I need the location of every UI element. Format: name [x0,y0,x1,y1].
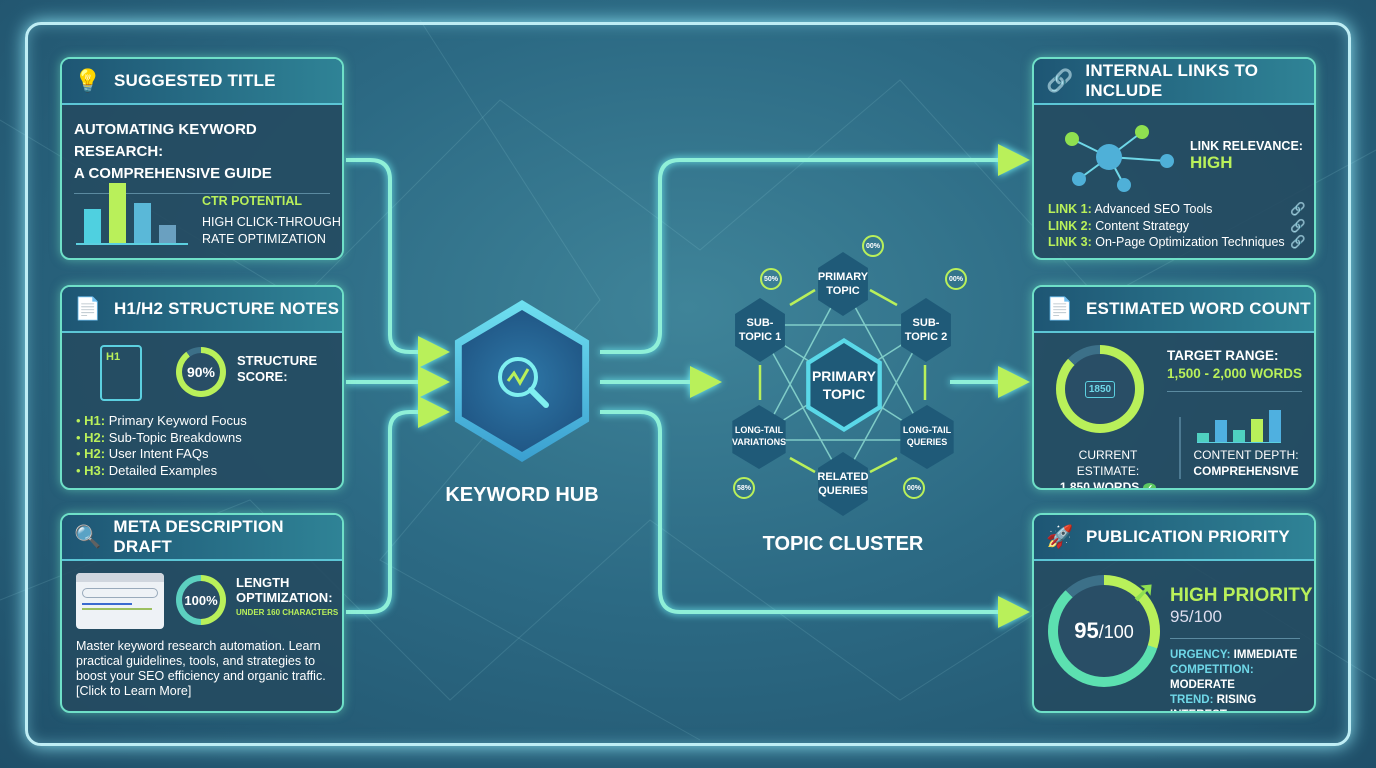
bar [109,183,126,243]
heading-item: • H3: Detailed Examples [76,462,218,478]
heading-item: • H2: Sub-Topic Breakdowns [76,429,242,445]
score-label: SCORE: [237,369,288,384]
current-value: 1,850 WORDS [1059,480,1140,490]
depth-value: COMPREHENSIVE [1193,464,1299,478]
keyword-hub-label: KEYWORD HUB [445,484,599,506]
word-count-panel: 📄 ESTIMATED WORD COUNT 1850 TARGET RANGE:… [1032,285,1316,490]
target-label: TARGET RANGE: [1167,348,1279,363]
bar [159,225,176,243]
length-sub: UNDER 160 CHARACTERS [236,608,339,617]
panel-title: SUGGESTED TITLE [114,71,276,90]
link-item[interactable]: LINK 3: On-Page Optimization Techniques🔗 [1048,235,1306,249]
ctr-bar-chart [76,183,188,245]
cluster-node[interactable]: PRIMARY TOPIC [818,252,868,316]
meta-description-text: Master keyword research automation. Lear… [76,639,326,698]
cluster-center-inner: PRIMARY TOPIC [810,343,878,427]
structure-score-gauge: 90% [176,347,226,397]
cluster-node[interactable]: LONG-TAIL QUERIES [900,405,954,469]
current-label: CURRENT ESTIMATE: [1076,448,1140,478]
priority-gauge: 95/100 [1048,575,1160,687]
cluster-node[interactable]: LONG-TAIL VARIATIONS [732,405,786,469]
depth-label: CONTENT DEPTH: [1193,448,1299,462]
bar [134,203,151,243]
bar [84,209,101,243]
score-label: STRUCTURE [237,353,318,368]
relevance-value: HIGH [1190,153,1233,172]
mini-gauge: 00% [862,235,884,257]
title-line: AUTOMATING KEYWORD RESEARCH: [74,121,257,160]
link-icon[interactable]: 🔗 [1290,202,1306,216]
priority-detail: URGENCY: IMMEDIATE [1170,649,1298,661]
mini-gauge: 00% [945,268,967,290]
target-value: 1,500 - 2,000 WORDS [1167,366,1303,381]
length-label: LENGTH [236,575,290,590]
score-value: 90% [186,364,216,380]
bar [1233,430,1245,442]
panel-title: H1/H2 STRUCTURE NOTES [114,299,340,318]
network-nodes-icon [1065,125,1174,192]
suggested-title-text: AUTOMATING KEYWORD RESEARCH: A COMPREHENS… [74,119,330,185]
ctr-label: CTR POTENTIAL [202,194,302,208]
mini-gauge: 00% [903,477,925,499]
serp-preview-icon [76,573,164,629]
heading-list: • H1: Primary Keyword Focus • H2: Sub-To… [76,413,247,479]
doc-tag: H1 [106,351,121,363]
bar [1269,410,1281,442]
document-icon: 📄 [74,296,102,321]
topic-cluster-label: TOPIC CLUSTER [762,533,924,555]
length-label: OPTIMIZATION: [236,590,333,605]
bar [1197,433,1209,442]
priority-detail: TREND: RISING INTEREST [1170,694,1257,711]
score-big: 95 [1074,618,1099,643]
priority-detail: COMPETITION: MODERATE [1170,664,1254,691]
link-item[interactable]: LINK 1: Advanced SEO Tools🔗 [1048,202,1306,216]
bar [1215,420,1227,442]
link-icon[interactable]: 🔗 [1290,235,1306,249]
magnifier-analytics-icon [498,357,549,408]
cluster-node[interactable]: SUB-TOPIC 2 [901,298,951,362]
check-icon: ✓ [1142,483,1157,488]
link-item[interactable]: LINK 2: Content Strategy🔗 [1048,218,1306,233]
heading-item: • H1: Primary Keyword Focus [76,413,247,428]
panel-title: ESTIMATED WORD COUNT [1086,299,1311,318]
panel-title: META DESCRIPTION DRAFT [113,517,284,556]
panel-title: PUBLICATION PRIORITY [1086,527,1290,546]
cluster-node[interactable]: SUB-TOPIC 1 [735,298,785,362]
mini-gauge: 58% [733,477,755,499]
trend-arrow-icon: ➚ [1132,576,1156,607]
browser-search-icon: 🔍 [74,524,102,549]
mini-gauge: 50% [760,268,782,290]
relevance-label: LINK RELEVANCE: [1190,139,1303,153]
outer-frame [25,22,1351,746]
cluster-node[interactable]: RELATED QUERIES [818,452,868,516]
priority-score: 95/100 [1170,607,1222,626]
document-outline-icon: H1 [100,345,142,401]
heading-item: • H2: User Intent FAQs [76,446,209,461]
internal-links-panel: 🔗 INTERNAL LINKS TO INCLUDE LINK RELEVANC… [1032,57,1316,260]
score-den: /100 [1098,622,1134,642]
word-count-gauge: 1850 [1056,345,1144,433]
length-gauge: 100% [176,575,226,625]
priority-level: HIGH PRIORITY [1170,585,1313,606]
suggested-title-panel: 💡 SUGGESTED TITLE AUTOMATING KEYWORD RESE… [60,57,344,260]
lightbulb-icon: 💡 [74,68,102,93]
doc-badge: 1850 [1084,380,1116,398]
title-line: A COMPREHENSIVE GUIDE [74,165,272,182]
ctr-desc: RATE OPTIMIZATION [202,232,326,246]
document-count-icon: 📄 [1046,296,1074,321]
ctr-desc: HIGH CLICK-THROUGH [202,215,341,229]
panel-title: INTERNAL LINKS TO INCLUDE [1085,61,1259,100]
link-icon[interactable]: 🔗 [1290,218,1306,233]
score-value: 100% [184,592,218,608]
rocket-icon: 🚀 [1046,524,1074,549]
bar [1251,419,1263,442]
depth-bar-chart [1197,405,1281,443]
publication-priority-panel: 🚀 PUBLICATION PRIORITY 95/100 ➚ HIGH PRIO… [1032,513,1316,713]
link-icon: 🔗 [1046,68,1074,93]
